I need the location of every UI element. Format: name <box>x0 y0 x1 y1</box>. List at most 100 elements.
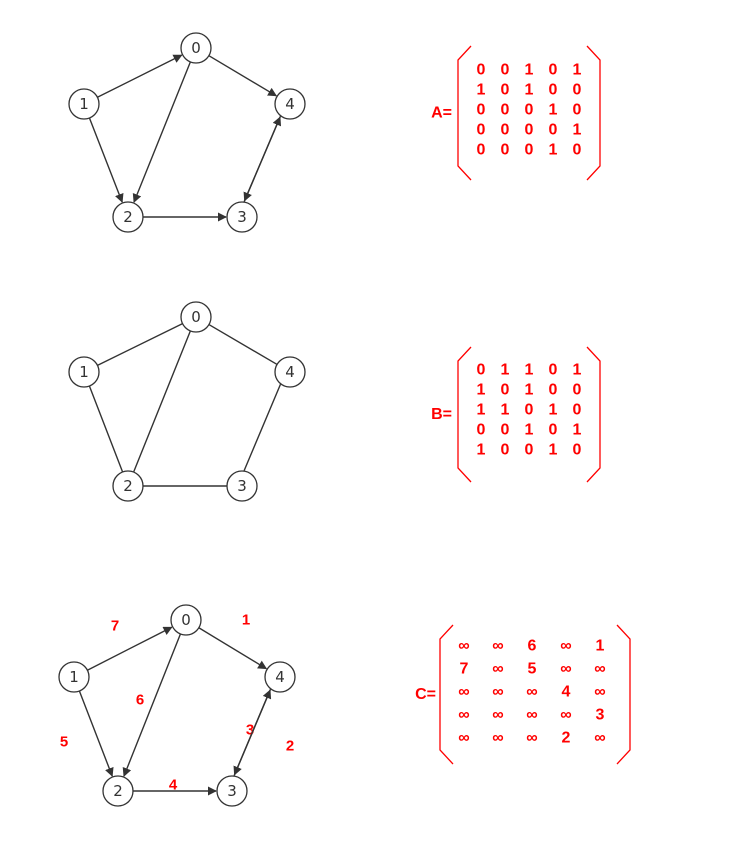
edge-1-0 <box>97 54 183 98</box>
matrix-cell: 2 <box>562 730 571 747</box>
node-label: 4 <box>275 668 285 686</box>
matrix-cell: ∞ <box>492 684 503 701</box>
matrix-cell: 0 <box>501 382 510 399</box>
node-1: 1 <box>58 661 90 693</box>
matrix-cell: ∞ <box>594 661 605 678</box>
edge-weight-4-3: 2 <box>286 738 294 755</box>
matrix-cell: 0 <box>525 142 534 159</box>
node-3: 3 <box>226 470 258 502</box>
matrix-cell: 1 <box>525 82 534 99</box>
matrix-cell: 1 <box>573 422 582 439</box>
left-bracket <box>439 624 454 765</box>
edge-3-4 <box>243 384 282 471</box>
right-bracket <box>586 45 601 181</box>
node-0: 0 <box>180 32 212 64</box>
matrix-cell: 0 <box>477 422 486 439</box>
edge-1-0 <box>87 626 173 671</box>
node-label: 1 <box>79 95 89 113</box>
node-label: 2 <box>123 208 133 226</box>
edge-4-3 <box>233 689 272 776</box>
node-label: 1 <box>79 363 89 381</box>
matrix-c: C=∞∞6∞17∞5∞∞∞∞∞4∞∞∞∞∞3∞∞∞2∞ <box>415 624 631 765</box>
matrix-cell: 0 <box>525 122 534 139</box>
matrix-name: B= <box>431 406 452 423</box>
matrix-cell: 0 <box>573 402 582 419</box>
node-circle <box>68 356 100 388</box>
matrix-cell: 1 <box>549 402 558 419</box>
matrix-cell: ∞ <box>458 638 469 655</box>
matrix-cell: 1 <box>477 402 486 419</box>
edge-1-2 <box>88 117 124 203</box>
node-4: 4 <box>274 88 306 120</box>
node-label: 3 <box>237 477 247 495</box>
matrix-name: C= <box>415 686 436 703</box>
edge-0-2 <box>132 61 192 203</box>
matrix-cell: 0 <box>477 102 486 119</box>
node-1: 1 <box>68 88 100 120</box>
node-circle <box>274 356 306 388</box>
left-bracket <box>457 346 472 483</box>
node-4: 4 <box>264 661 296 693</box>
matrix-cell: 0 <box>501 62 510 79</box>
edge-weight-2-3: 4 <box>169 777 178 794</box>
node-label: 0 <box>191 39 201 57</box>
node-circle <box>180 301 212 333</box>
node-circle <box>274 88 306 120</box>
matrix-cell: 1 <box>573 122 582 139</box>
matrix-cell: 0 <box>501 82 510 99</box>
matrix-cell: 0 <box>501 122 510 139</box>
matrix-cell: ∞ <box>526 707 537 724</box>
node-label: 4 <box>285 95 295 113</box>
node-3: 3 <box>226 201 258 233</box>
matrix-cell: ∞ <box>594 730 605 747</box>
node-label: 4 <box>285 363 295 381</box>
node-1: 1 <box>68 356 100 388</box>
matrix-cell: 1 <box>549 142 558 159</box>
edge-weight-0-2: 6 <box>136 692 144 709</box>
matrix-cell: 1 <box>501 402 510 419</box>
edge-0-4 <box>208 323 278 366</box>
matrix-cell: 1 <box>501 362 510 379</box>
node-circle <box>264 661 296 693</box>
right-bracket <box>586 346 601 483</box>
node-0: 0 <box>180 301 212 333</box>
edge-0-2 <box>132 330 192 473</box>
matrix-cell: 1 <box>549 442 558 459</box>
matrix-cell: ∞ <box>458 707 469 724</box>
matrix-cell: 5 <box>528 661 537 678</box>
matrix-cell: 0 <box>549 422 558 439</box>
matrix-cell: 0 <box>477 362 486 379</box>
matrix-cell: 0 <box>573 442 582 459</box>
edge-0-4 <box>198 627 268 670</box>
matrix-cell: 1 <box>525 362 534 379</box>
node-label: 1 <box>69 668 79 686</box>
node-circle <box>112 470 144 502</box>
right-bracket <box>616 624 631 765</box>
node-circle <box>180 32 212 64</box>
edge-weight-1-0: 7 <box>111 618 119 635</box>
matrix-cell: 0 <box>549 82 558 99</box>
node-label: 3 <box>237 208 247 226</box>
matrix-cell: 0 <box>501 102 510 119</box>
node-label: 0 <box>181 611 191 629</box>
matrix-name: A= <box>431 105 452 122</box>
edge-1-0 <box>97 322 183 367</box>
edge-1-2 <box>88 385 124 473</box>
matrix-cell: 0 <box>501 142 510 159</box>
matrix-cell: 0 <box>549 382 558 399</box>
matrix-cell: 1 <box>477 382 486 399</box>
matrix-cell: 1 <box>477 442 486 459</box>
node-circle <box>68 88 100 120</box>
left-bracket <box>457 45 472 181</box>
matrix-cell: ∞ <box>526 684 537 701</box>
matrix-cell: 1 <box>596 638 605 655</box>
edge-weight-1-2: 5 <box>60 734 68 751</box>
matrix-cell: 6 <box>528 638 537 655</box>
matrix-cell: ∞ <box>492 730 503 747</box>
matrix-cell: 0 <box>573 382 582 399</box>
matrix-cell: 0 <box>525 442 534 459</box>
matrix-cell: ∞ <box>492 661 503 678</box>
